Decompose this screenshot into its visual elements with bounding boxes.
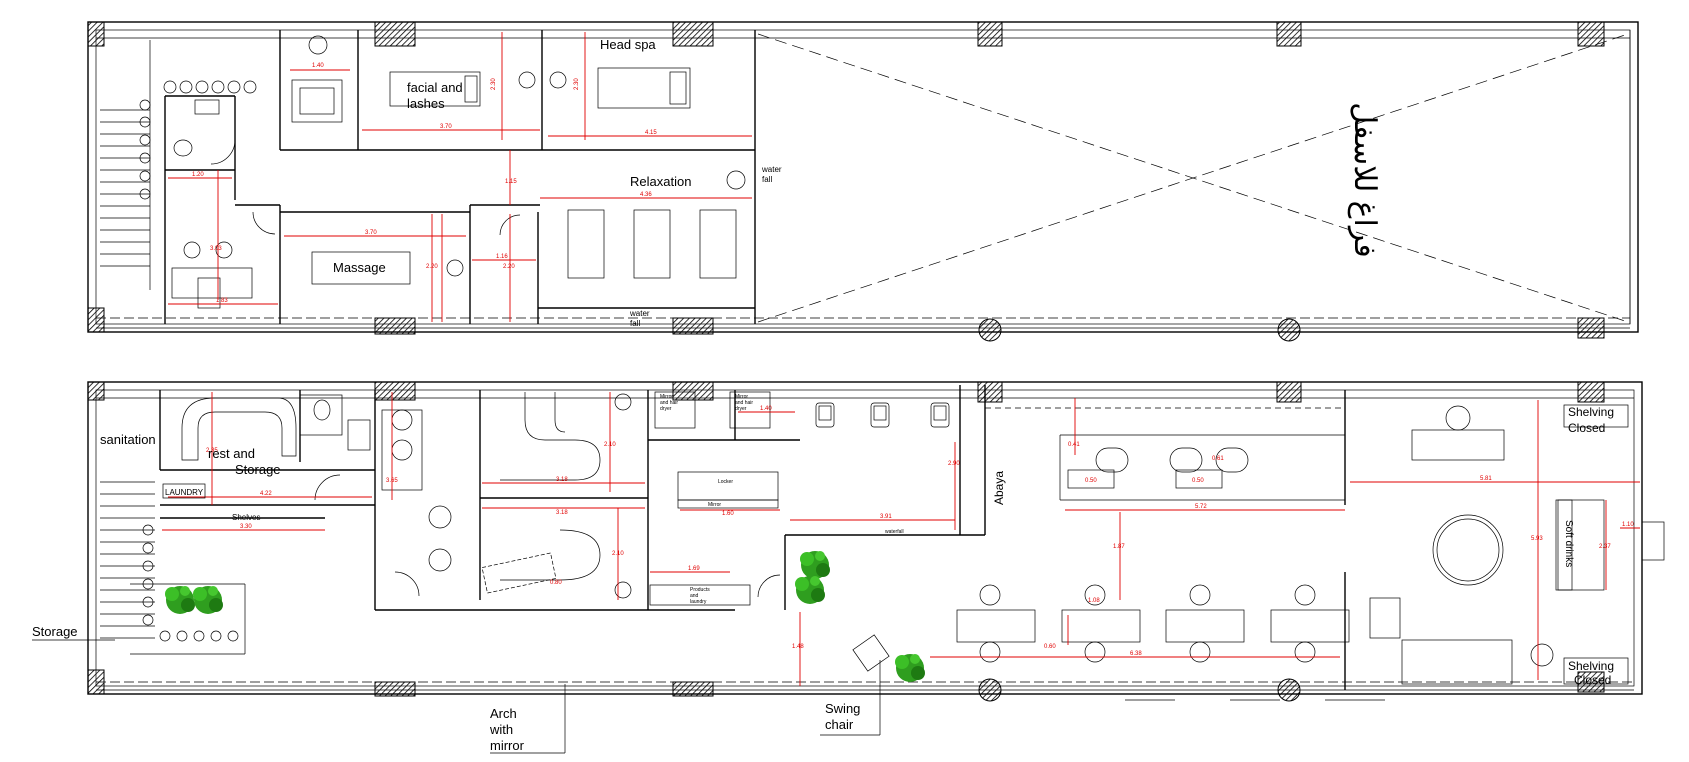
dim-upper-7: 4.36 (640, 192, 652, 198)
dim-lower-26: 0.60 (1044, 644, 1056, 650)
label-mirror-dryer-2c: dryer (735, 406, 747, 412)
dim-upper-10: 1.16 (496, 254, 508, 260)
label-rest-line2: Storage (235, 462, 281, 477)
label-mirror: Mirror (708, 502, 721, 508)
label-products-2: and (690, 593, 699, 599)
dim-upper-2: 2.30 (491, 78, 497, 90)
label-waterfall-upper-2b: fall (630, 319, 640, 328)
dim-lower-6: 3.18 (556, 477, 568, 483)
label-mirror-dryer-1c: dryer (660, 406, 672, 412)
dim-upper-13: 3.03 (210, 246, 222, 252)
label-waterfall-upper-1b: fall (762, 175, 772, 184)
label-rest-line1: rest and (208, 446, 255, 461)
dim-lower-5: 2.10 (604, 442, 616, 448)
label-locker: Locker (718, 479, 733, 485)
label-waterfall-lower: waterfall (885, 529, 904, 535)
dim-lower-16: 0.41 (1068, 442, 1080, 448)
dim-lower-11: 1.60 (722, 511, 734, 517)
dim-lower-24: 2.37 (1599, 544, 1611, 550)
label-arch-line1: Arch (490, 706, 517, 721)
dim-lower-10: 1.69 (688, 566, 700, 572)
dim-lower-15: 1.48 (792, 644, 804, 650)
label-relaxation: Relaxation (630, 174, 691, 189)
dim-lower-21: 1.87 (1113, 544, 1125, 550)
dim-lower-28: 6.38 (1130, 651, 1142, 657)
label-mirror-dryer-1b: and hair (660, 400, 678, 406)
dim-lower-12: 1.40 (760, 406, 772, 412)
dim-lower-14: 3.91 (880, 514, 892, 520)
dim-upper-4: 3.70 (440, 124, 452, 130)
label-void-arabic: فراغ للاسفل (1347, 102, 1381, 258)
label-mirror-dryer-2b: and hair (735, 400, 753, 406)
dim-upper-9: 3.70 (365, 230, 377, 236)
label-head-spa: Head spa (600, 37, 656, 52)
dim-upper-3: 2.30 (574, 78, 580, 90)
dim-lower-25: 1.10 (1622, 522, 1634, 528)
label-sanitation: sanitation (100, 432, 156, 447)
label-mirror-dryer-2a: Mirror (735, 394, 748, 400)
upper-floor-plan: 1.40 2.30 2.30 3.70 4.15 1.15 4.36 1.20 … (87, 21, 1639, 342)
dim-lower-23: 5.93 (1531, 536, 1543, 542)
label-shelving-closed-1a: Shelving (1568, 405, 1614, 419)
dim-lower-17: 0.50 (1085, 478, 1097, 484)
label-waterfall-upper-2: water (629, 309, 650, 318)
dim-upper-12: 2.20 (503, 264, 515, 270)
label-waterfall-upper-1: water (761, 165, 782, 174)
dim-lower-3: 3.30 (240, 524, 252, 530)
label-swing-line1: Swing (825, 701, 860, 716)
label-laundry: LAUNDRY (165, 488, 204, 497)
dim-upper-8: 1.20 (192, 172, 204, 178)
dim-lower-8: 2.10 (612, 551, 624, 557)
label-mirror-dryer-1a: Mirror (660, 394, 673, 400)
label-abaya: Abaya (992, 471, 1006, 505)
dim-upper-6: 1.15 (505, 179, 517, 185)
lower-floor-plan: 2.35 4.22 3.30 3.65 2.10 3.18 3.18 2.10 … (32, 381, 1665, 754)
label-facial-line1: facial and (407, 80, 463, 95)
dim-lower-20: 5.72 (1195, 504, 1207, 510)
label-swing-line2: chair (825, 717, 854, 732)
dim-upper-14: 1.83 (216, 298, 228, 304)
label-facial-line2: lashes (407, 96, 445, 111)
dim-lower-1: 2.35 (206, 448, 218, 454)
dim-lower-4: 3.65 (386, 478, 398, 484)
dim-lower-7: 3.18 (556, 510, 568, 516)
dim-lower-22: 5.81 (1480, 476, 1492, 482)
dim-upper-5: 4.15 (645, 130, 657, 136)
dim-lower-27: 1.08 (1088, 598, 1100, 604)
label-soft-drinks: Soft drinks (1563, 520, 1574, 567)
dim-lower-19: 0.61 (1212, 456, 1224, 462)
label-storage: Storage (32, 624, 78, 639)
label-shelving-closed-2b: Closed (1574, 673, 1611, 687)
dim-upper-1: 1.40 (312, 63, 324, 69)
label-massage: Massage (333, 260, 386, 275)
label-arch-line2: with (489, 722, 513, 737)
dim-upper-11: 2.20 (426, 264, 438, 270)
label-shelving-closed-1b: Closed (1568, 421, 1605, 435)
label-shelving-closed-2a: Shelving (1568, 659, 1614, 673)
dim-lower-18: 0.50 (1192, 478, 1204, 484)
dim-lower-13: 2.90 (948, 461, 960, 467)
label-arch-line3: mirror (490, 738, 525, 753)
dim-lower-2: 4.22 (260, 491, 272, 497)
label-shelves: Shelves (232, 513, 260, 522)
dim-lower-9: 0.80 (550, 580, 562, 586)
label-products-3: laundry (690, 599, 707, 605)
label-products-1: Products (690, 587, 710, 593)
